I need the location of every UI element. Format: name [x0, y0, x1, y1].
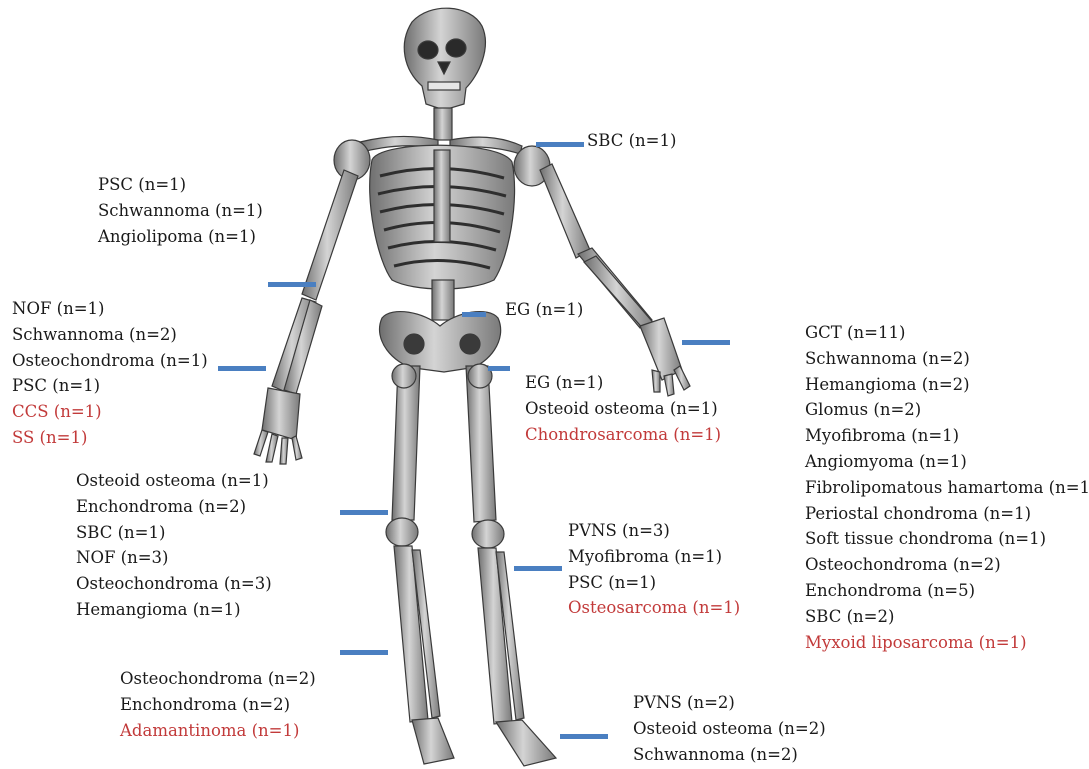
- right-forearm-labels: NOF (n=1)Schwannoma (n=2)Osteochondroma …: [12, 296, 208, 451]
- hand-marker: [682, 340, 730, 345]
- lesion-label: Osteoid osteoma (n=1): [525, 396, 721, 422]
- right-upper-arm-marker: [268, 282, 316, 287]
- right-forearm-marker: [218, 366, 266, 371]
- pelvis-marker: [462, 312, 486, 317]
- lesion-label: Hemangioma (n=1): [76, 597, 272, 623]
- thigh-labels: Osteoid osteoma (n=1)Enchondroma (n=2)SB…: [76, 468, 272, 623]
- right-upper-arm-labels: PSC (n=1)Schwannoma (n=1)Angiolipoma (n=…: [98, 172, 263, 249]
- lesion-label: PVNS (n=3): [568, 518, 740, 544]
- lesion-label: Glomus (n=2): [805, 397, 1089, 423]
- hip-marker: [488, 366, 510, 371]
- lesion-label: Osteochondroma (n=2): [120, 666, 316, 692]
- lesion-label: Osteoid osteoma (n=2): [633, 716, 826, 742]
- lesion-label: Osteochondroma (n=2): [805, 552, 1089, 578]
- lesion-label: Angiomyoma (n=1): [805, 449, 1089, 475]
- lesion-label: Osteoid osteoma (n=1): [76, 468, 272, 494]
- lesion-label: Schwannoma (n=2): [633, 742, 826, 768]
- lesion-label: Osteochondroma (n=1): [12, 348, 208, 374]
- lesion-label: PSC (n=1): [98, 172, 263, 198]
- hand-labels: GCT (n=11)Schwannoma (n=2)Hemangioma (n=…: [805, 320, 1089, 655]
- lesion-label: Chondrosarcoma (n=1): [525, 422, 721, 448]
- lesion-label: SBC (n=2): [805, 604, 1089, 630]
- foot-labels: PVNS (n=2)Osteoid osteoma (n=2)Schwannom…: [633, 690, 826, 767]
- lesion-label: NOF (n=1): [12, 296, 208, 322]
- lesion-label: Soft tissue chondroma (n=1): [805, 526, 1089, 552]
- lesion-label: SS (n=1): [12, 425, 208, 451]
- lesion-label: PVNS (n=2): [633, 690, 826, 716]
- lesion-label: Enchondroma (n=2): [120, 692, 316, 718]
- lesion-label: SBC (n=1): [587, 128, 676, 154]
- lesion-label: NOF (n=3): [76, 545, 272, 571]
- lesion-label: Hemangioma (n=2): [805, 372, 1089, 398]
- lesion-label: PSC (n=1): [568, 570, 740, 596]
- lesion-label: EG (n=1): [525, 370, 721, 396]
- lesion-label: EG (n=1): [505, 297, 583, 323]
- lower-leg-marker: [340, 650, 388, 655]
- lesion-label: Angiolipoma (n=1): [98, 224, 263, 250]
- lesion-label: CCS (n=1): [12, 399, 208, 425]
- pelvis-labels: EG (n=1): [505, 297, 583, 323]
- lesion-label: Myxoid liposarcoma (n=1): [805, 630, 1089, 656]
- knee-marker: [514, 566, 562, 571]
- lesion-label: Schwannoma (n=1): [98, 198, 263, 224]
- lesion-label: Periostal chondroma (n=1): [805, 501, 1089, 527]
- lesion-label: Adamantinoma (n=1): [120, 718, 316, 744]
- lesion-label: PSC (n=1): [12, 373, 208, 399]
- lesion-label: SBC (n=1): [76, 520, 272, 546]
- knee-labels: PVNS (n=3)Myofibroma (n=1)PSC (n=1)Osteo…: [568, 518, 740, 621]
- thigh-marker: [340, 510, 388, 515]
- hip-labels: EG (n=1)Osteoid osteoma (n=1)Chondrosarc…: [525, 370, 721, 447]
- lesion-label: Fibrolipomatous hamartoma (n=1): [805, 475, 1089, 501]
- lesion-label: Schwannoma (n=2): [12, 322, 208, 348]
- lesion-label: Osteochondroma (n=3): [76, 571, 272, 597]
- lesion-label: Myofibroma (n=1): [568, 544, 740, 570]
- lesion-label: GCT (n=11): [805, 320, 1089, 346]
- lesion-label: Enchondroma (n=2): [76, 494, 272, 520]
- lesion-label: Myofibroma (n=1): [805, 423, 1089, 449]
- lesion-label: Enchondroma (n=5): [805, 578, 1089, 604]
- foot-marker: [560, 734, 608, 739]
- spine-marker: [536, 142, 584, 147]
- spine-labels: SBC (n=1): [587, 128, 676, 154]
- lower-leg-labels: Osteochondroma (n=2)Enchondroma (n=2)Ada…: [120, 666, 316, 743]
- lesion-label: Schwannoma (n=2): [805, 346, 1089, 372]
- lesion-label: Osteosarcoma (n=1): [568, 595, 740, 621]
